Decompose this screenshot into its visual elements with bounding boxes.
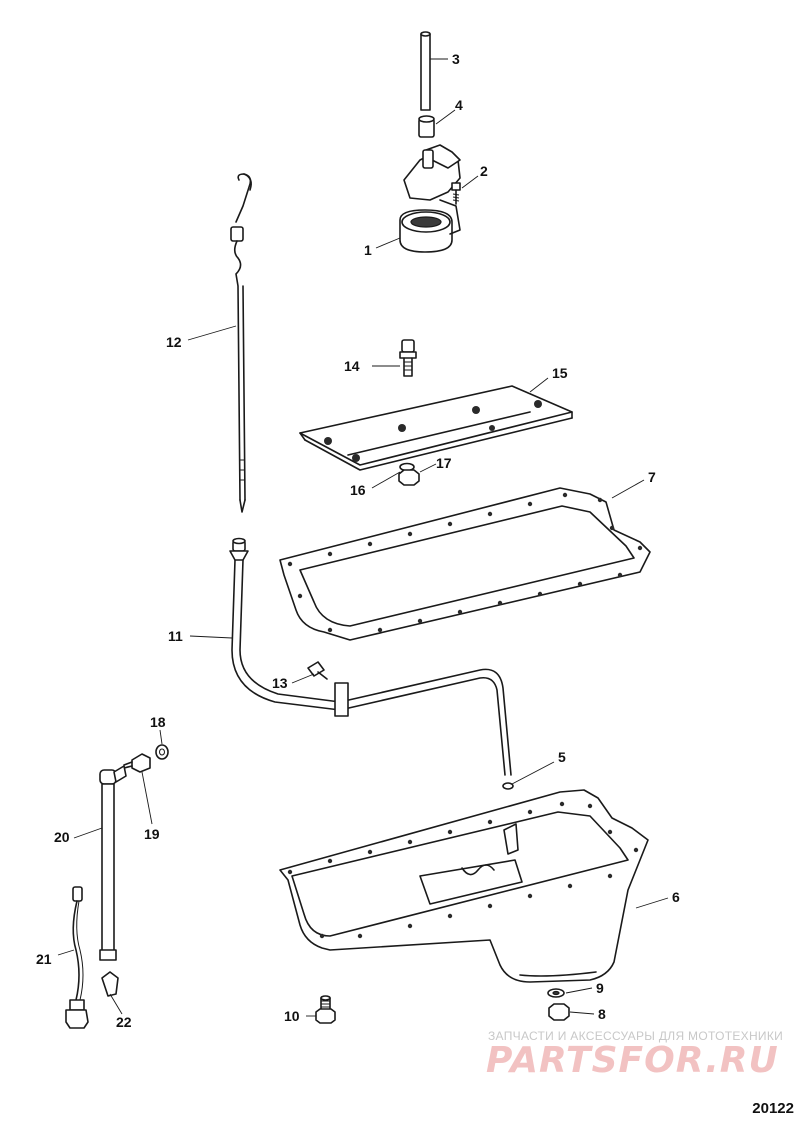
part-2-bolt	[451, 182, 461, 205]
callout-8: 8	[598, 1006, 606, 1022]
part-22-clip	[101, 971, 119, 997]
watermark-tagline: ЗАПЧАСТИ И АКСЕССУАРЫ ДЛЯ МОТОТЕХНИКИ	[488, 1029, 784, 1043]
callout-12: 12	[166, 334, 182, 350]
callout-labels: 1 2 3 4 5 6 7 8 9 10 11 12 13 14 15 16 1…	[36, 51, 680, 1030]
part-3-rod	[420, 31, 431, 111]
callout-9: 9	[596, 980, 604, 996]
callout-4: 4	[455, 97, 463, 113]
callout-11: 11	[168, 628, 183, 644]
callout-16: 16	[350, 482, 366, 498]
callout-20: 20	[54, 829, 70, 845]
callout-13: 13	[272, 675, 288, 691]
part-11-dipstick-tube	[229, 537, 512, 776]
part-14-stud	[399, 339, 417, 377]
part-13-bolt	[307, 661, 328, 680]
callout-21: 21	[36, 951, 52, 967]
leader-lines	[57, 58, 669, 1017]
callout-17: 17	[436, 455, 452, 471]
part-4-sleeve	[418, 115, 435, 138]
part-5-o-ring	[502, 782, 514, 790]
callout-15: 15	[552, 365, 568, 381]
part-7-oil-pan-gasket	[279, 487, 651, 641]
callout-18: 18	[150, 714, 166, 730]
callout-19: 19	[144, 826, 160, 842]
part-17-nut	[398, 469, 420, 486]
callout-1: 1	[364, 242, 372, 258]
callout-3: 3	[452, 51, 460, 67]
part-20-hose	[99, 765, 127, 961]
part-15-windage-tray	[299, 385, 573, 471]
part-18-washer	[155, 744, 169, 760]
callout-7: 7	[648, 469, 656, 485]
callout-22: 22	[116, 1014, 132, 1030]
part-9-drain-washer	[547, 988, 565, 998]
part-12-dipstick	[230, 173, 252, 513]
part-10-bolt	[315, 995, 336, 1024]
callout-6: 6	[672, 889, 680, 905]
callout-5: 5	[558, 749, 566, 765]
callout-14: 14	[344, 358, 360, 374]
part-8-drain-plug	[548, 1003, 570, 1021]
callout-2: 2	[480, 163, 488, 179]
part-19-fitting	[123, 753, 151, 773]
part-21-sensor	[65, 886, 89, 1029]
part-1-oil-pump	[399, 144, 461, 253]
watermark-logo: PARTSFOR.RU	[486, 1040, 779, 1081]
callout-10: 10	[284, 1008, 300, 1024]
diagram-id: 20122	[752, 1100, 794, 1117]
part-6-oil-pan	[279, 789, 649, 983]
